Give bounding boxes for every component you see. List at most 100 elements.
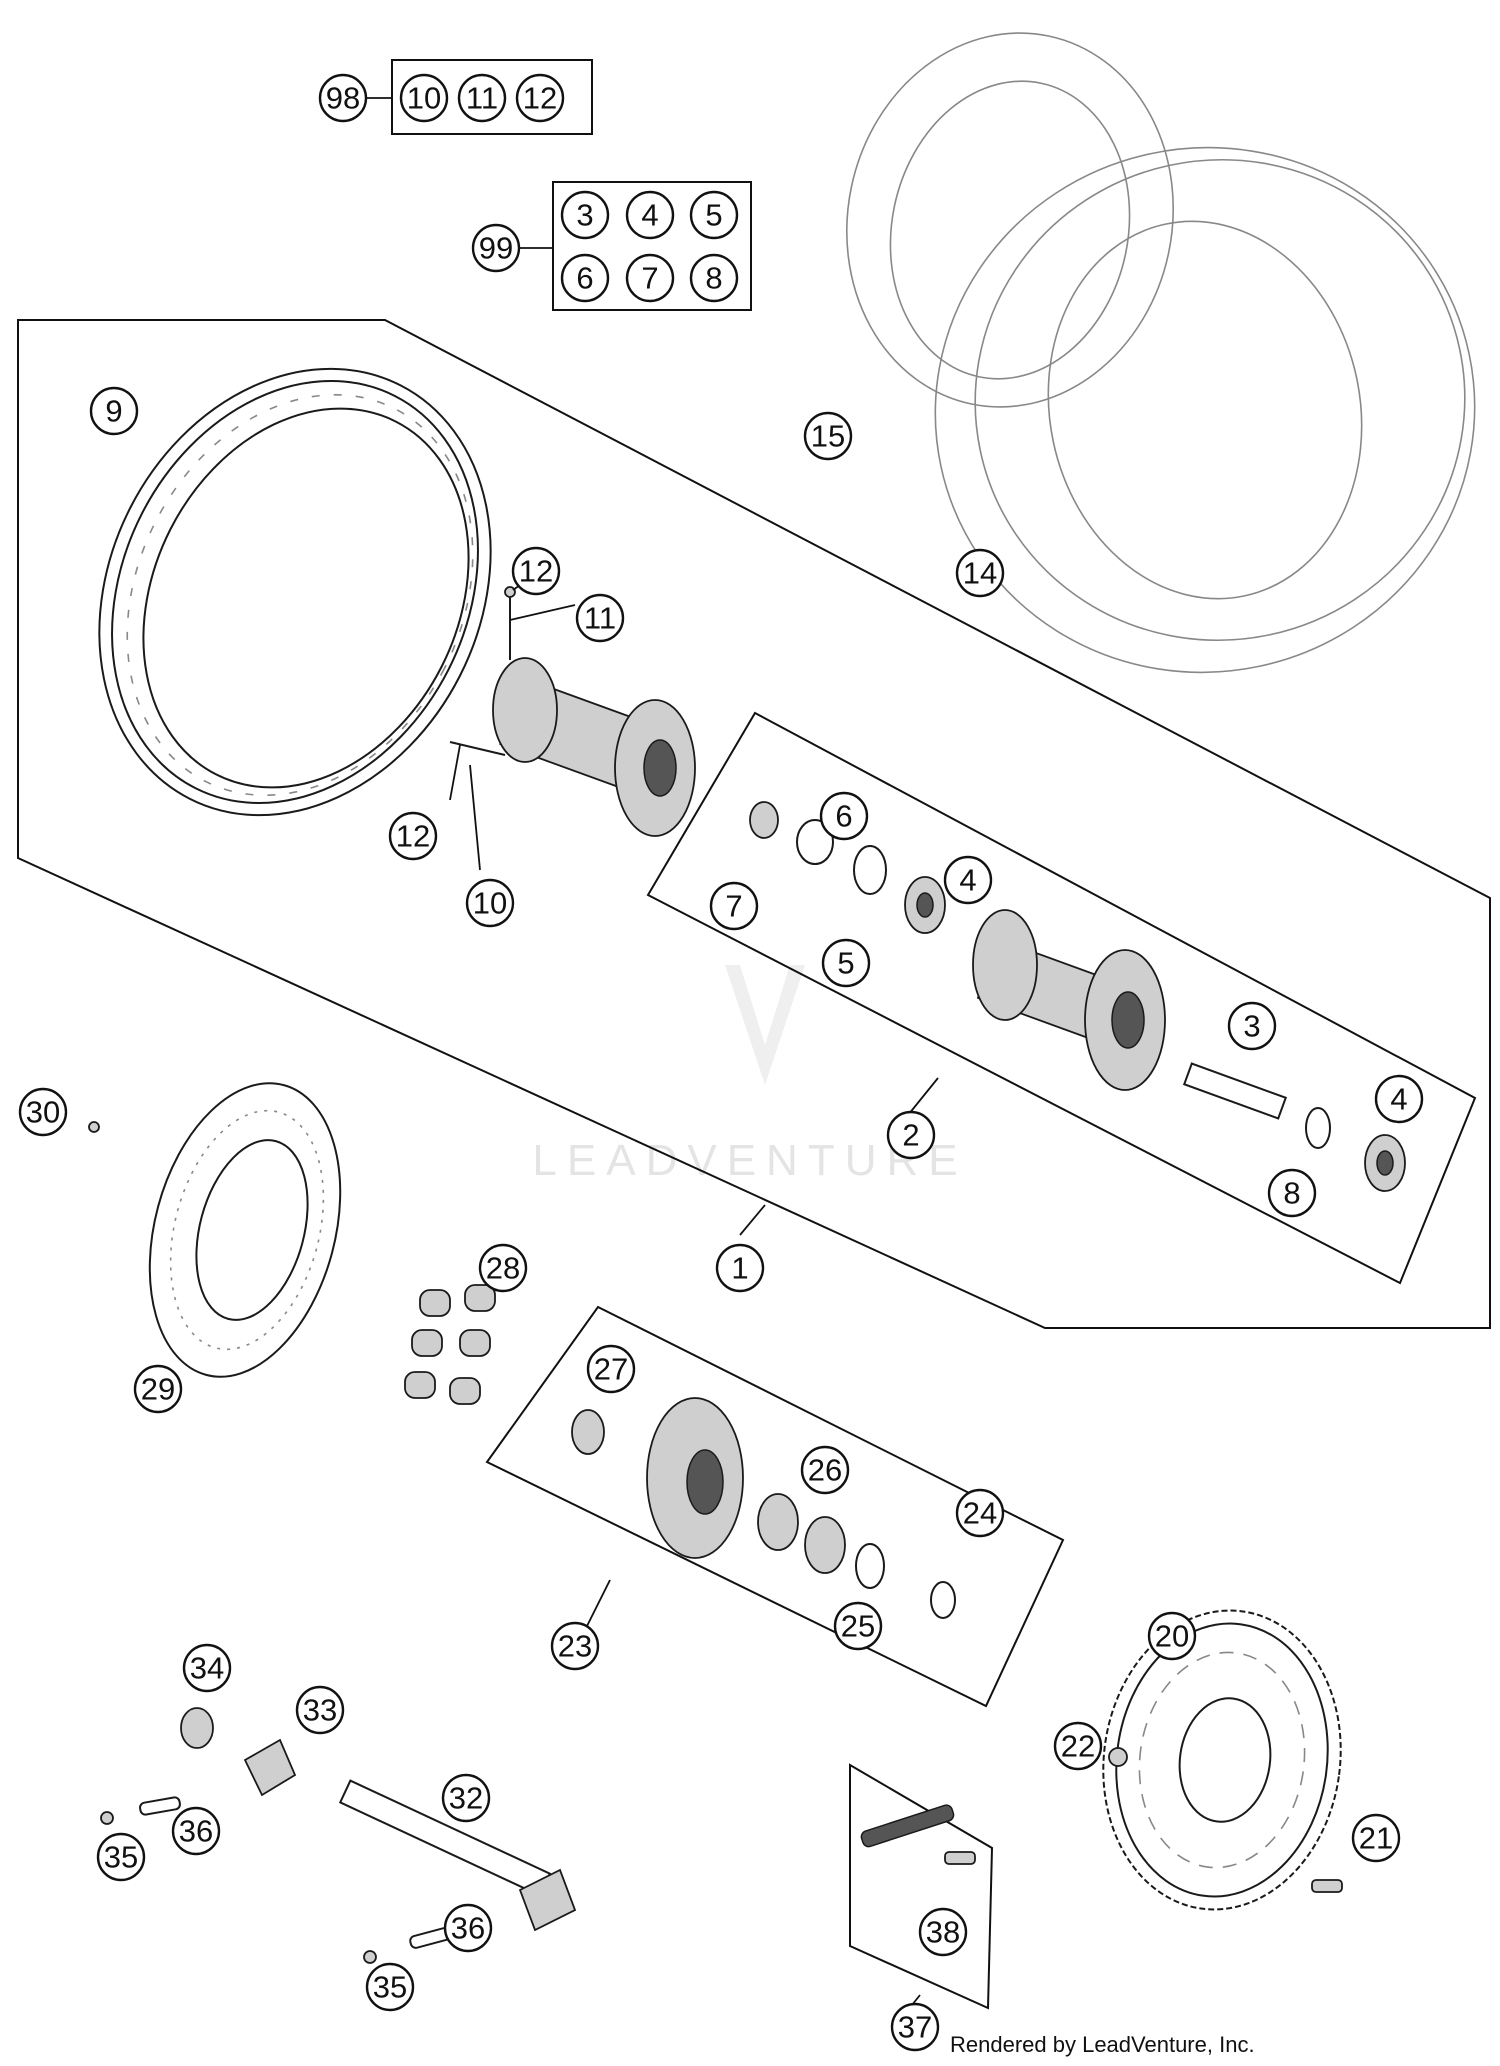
callout-label: 6 <box>835 799 852 834</box>
watermark: LEADVENTURE <box>532 965 958 1185</box>
hub-assembly-parts <box>749 801 1406 1192</box>
callout-label: 24 <box>963 1496 997 1531</box>
leader-11 <box>509 604 576 621</box>
sprocket-cutouts <box>1138 1651 1306 1869</box>
callout-label: 27 <box>594 1352 628 1387</box>
callout-30: 30 <box>18 1087 68 1137</box>
callout-label: 4 <box>959 863 976 898</box>
axle-nut-34 <box>180 1707 214 1749</box>
callout-circle <box>89 386 139 436</box>
callout-circle <box>890 2002 940 2052</box>
callout-circle <box>133 1364 183 1414</box>
damper-rubber <box>419 1289 451 1317</box>
callout-23: 23 <box>550 1621 600 1671</box>
hub-assembly-box <box>646 711 1477 1285</box>
callout-6: 6 <box>819 791 869 841</box>
callout-label: 6 <box>576 261 593 296</box>
callout-label: 5 <box>837 946 854 981</box>
callout-8: 8 <box>1267 1168 1317 1218</box>
brake-disc <box>88 1082 342 1378</box>
callout-22: 22 <box>1053 1721 1103 1771</box>
callout-6: 6 <box>560 253 610 303</box>
rim <box>98 367 492 817</box>
callout-29: 29 <box>133 1364 183 1414</box>
sprocket-rim <box>1115 1622 1329 1898</box>
tire-tube <box>845 32 1476 674</box>
callout-label: 11 <box>584 601 616 636</box>
callout-9: 9 <box>89 386 139 436</box>
hub-2-flange-left <box>972 909 1038 1021</box>
callout-34: 34 <box>182 1643 232 1693</box>
callout-8: 8 <box>689 253 739 303</box>
callout-1: 1 <box>715 1243 765 1293</box>
callout-label: 2 <box>902 1118 919 1153</box>
rim-inner <box>142 407 470 789</box>
callout-15: 15 <box>803 411 853 461</box>
callout-circle <box>955 548 1005 598</box>
damper-rubber <box>411 1329 443 1357</box>
callout-14: 14 <box>955 548 1005 598</box>
tube-inner <box>889 80 1131 380</box>
callout-circle <box>515 73 565 123</box>
callout-27: 27 <box>586 1344 636 1394</box>
callout-12: 12 <box>511 546 561 596</box>
callout-label: 20 <box>1155 1619 1189 1654</box>
callout-circle <box>388 811 438 861</box>
damper-rubber <box>449 1377 481 1405</box>
callout-label: 15 <box>811 419 845 454</box>
hub-2-bore <box>1111 991 1145 1049</box>
callout-label: 38 <box>926 1915 960 1950</box>
callout-label: 7 <box>641 261 658 296</box>
callout-circle <box>471 223 521 273</box>
callout-label: 5 <box>705 198 722 233</box>
valve-cap <box>504 586 516 598</box>
valve-insert <box>449 741 506 756</box>
callout-10: 10 <box>465 878 515 928</box>
callout-circle <box>171 1806 221 1856</box>
sprocket-center <box>1178 1697 1272 1823</box>
callout-circle <box>1147 1611 1197 1661</box>
callout-label: 8 <box>705 261 722 296</box>
callout-label: 37 <box>898 2010 932 2045</box>
callout-circle <box>625 190 675 240</box>
callout-circle <box>365 1962 415 2012</box>
callout-24: 24 <box>955 1488 1005 1538</box>
rim-outer <box>98 367 492 817</box>
callout-label: 12 <box>523 81 557 116</box>
chain-master-link <box>944 1851 976 1865</box>
callout-4: 4 <box>625 190 675 240</box>
callout-label: 26 <box>808 1453 842 1488</box>
hub-main <box>449 586 696 837</box>
brake-disc-outer <box>148 1082 342 1378</box>
callout-4: 4 <box>943 855 993 905</box>
callout-circle <box>182 1643 232 1693</box>
callout-circle <box>943 855 993 905</box>
callout-12: 12 <box>388 811 438 861</box>
rim-spoke-holes <box>126 393 474 797</box>
callout-circle <box>1351 1813 1401 1863</box>
spacer-24 <box>930 1581 956 1619</box>
watermark-logo-icon <box>725 965 805 1085</box>
callout-circle <box>399 73 449 123</box>
sprocket-carrier-bore <box>686 1449 724 1515</box>
callout-21: 21 <box>1351 1813 1401 1863</box>
callout-35: 35 <box>365 1962 415 2012</box>
callout-label: 23 <box>558 1629 592 1664</box>
kit-98-box <box>391 59 593 135</box>
callout-98: 98 <box>318 73 368 123</box>
callout-33: 33 <box>295 1685 345 1735</box>
nut-35-a <box>100 1811 114 1825</box>
tire-outer <box>934 146 1476 674</box>
callout-circle <box>511 546 561 596</box>
callout-label: 33 <box>303 1693 337 1728</box>
callout-3: 3 <box>560 190 610 240</box>
adjusting-screw-36-a <box>139 1796 181 1816</box>
callout-label: 3 <box>576 198 593 233</box>
callout-circle <box>1267 1168 1317 1218</box>
render-credit: Rendered by LeadVenture, Inc. <box>950 2032 1255 2057</box>
callout-circle <box>803 411 853 461</box>
callout-circle <box>800 1445 850 1495</box>
callout-11: 11 <box>457 73 507 123</box>
